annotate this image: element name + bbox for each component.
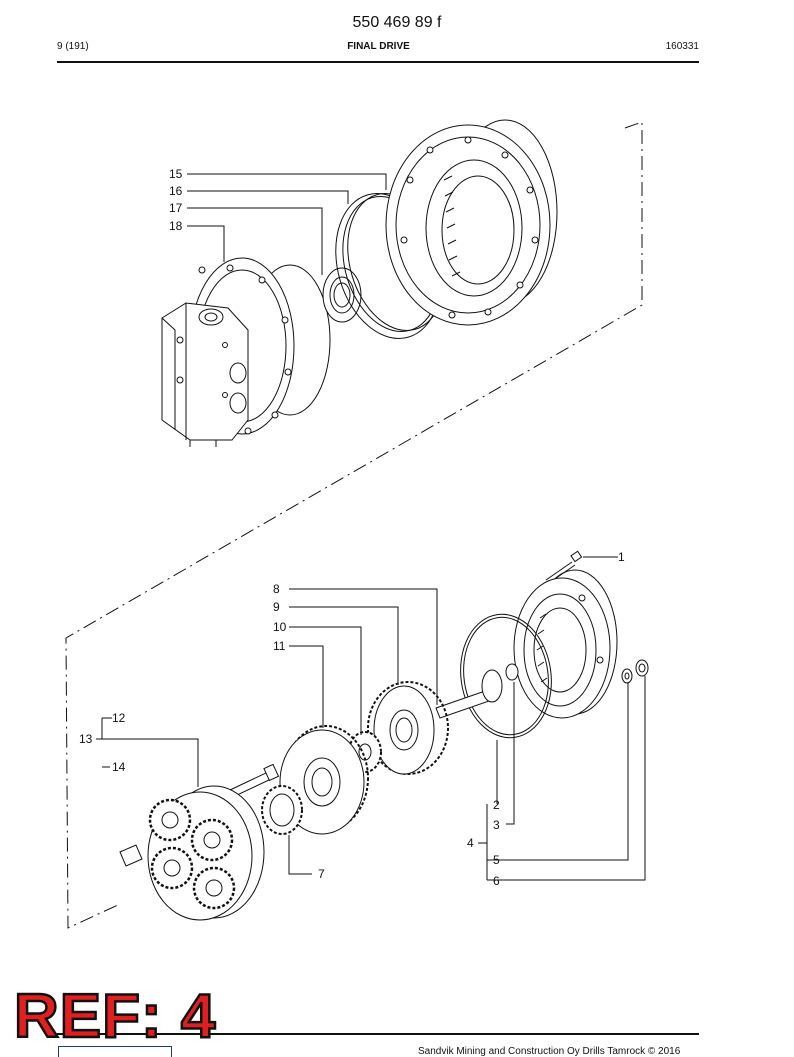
callout-17: 17 — [169, 201, 183, 215]
copyright-footer: Sandvik Mining and Construction Oy Drill… — [418, 1046, 681, 1057]
page-number: 9 (191) — [57, 41, 89, 52]
callout-9: 9 — [273, 600, 280, 614]
callout-numbers: 1 2 3 4 5 6 7 8 9 10 11 12 13 14 15 16 1… — [79, 167, 625, 888]
callout-6: 6 — [493, 874, 500, 888]
ref-stamp: REF: 4 — [13, 982, 217, 1051]
callout-3: 3 — [493, 818, 500, 832]
seal-part-17 — [322, 267, 362, 323]
sun-gear-part-7 — [261, 785, 303, 835]
leader-lines — [96, 173, 646, 881]
section-title: FINAL DRIVE — [347, 41, 410, 52]
ring-gear-housing-part-15 — [385, 119, 558, 326]
planetary-carrier-part-13 — [147, 785, 265, 921]
callout-18: 18 — [169, 219, 183, 233]
frame-lines — [65, 121, 643, 929]
pin-part-14 — [119, 844, 143, 867]
travel-motor-part-18 — [161, 257, 331, 447]
nut-part-6 — [635, 659, 649, 677]
document-number: 550 469 89 f — [352, 14, 442, 31]
callout-15: 15 — [169, 167, 183, 181]
callout-8: 8 — [273, 582, 280, 596]
cover-housing-part-4 — [513, 569, 618, 719]
shaft-part-3 — [435, 663, 519, 719]
callout-5: 5 — [493, 853, 500, 867]
callout-7: 7 — [318, 867, 325, 881]
callout-12: 12 — [112, 711, 126, 725]
callout-4: 4 — [467, 836, 474, 850]
callout-10: 10 — [273, 620, 287, 634]
callout-14: 14 — [112, 760, 126, 774]
gear-part-9 — [367, 681, 449, 775]
sandvik-logo — [58, 1046, 172, 1057]
callout-1: 1 — [618, 550, 625, 564]
date-code: 160331 — [665, 41, 699, 52]
footer-rule — [57, 1033, 699, 1035]
washer-part-5 — [621, 668, 633, 684]
callout-11: 11 — [273, 639, 286, 653]
callout-13: 13 — [79, 732, 93, 746]
callout-16: 16 — [169, 184, 183, 198]
header-rule — [57, 61, 699, 63]
callout-2: 2 — [493, 798, 500, 812]
